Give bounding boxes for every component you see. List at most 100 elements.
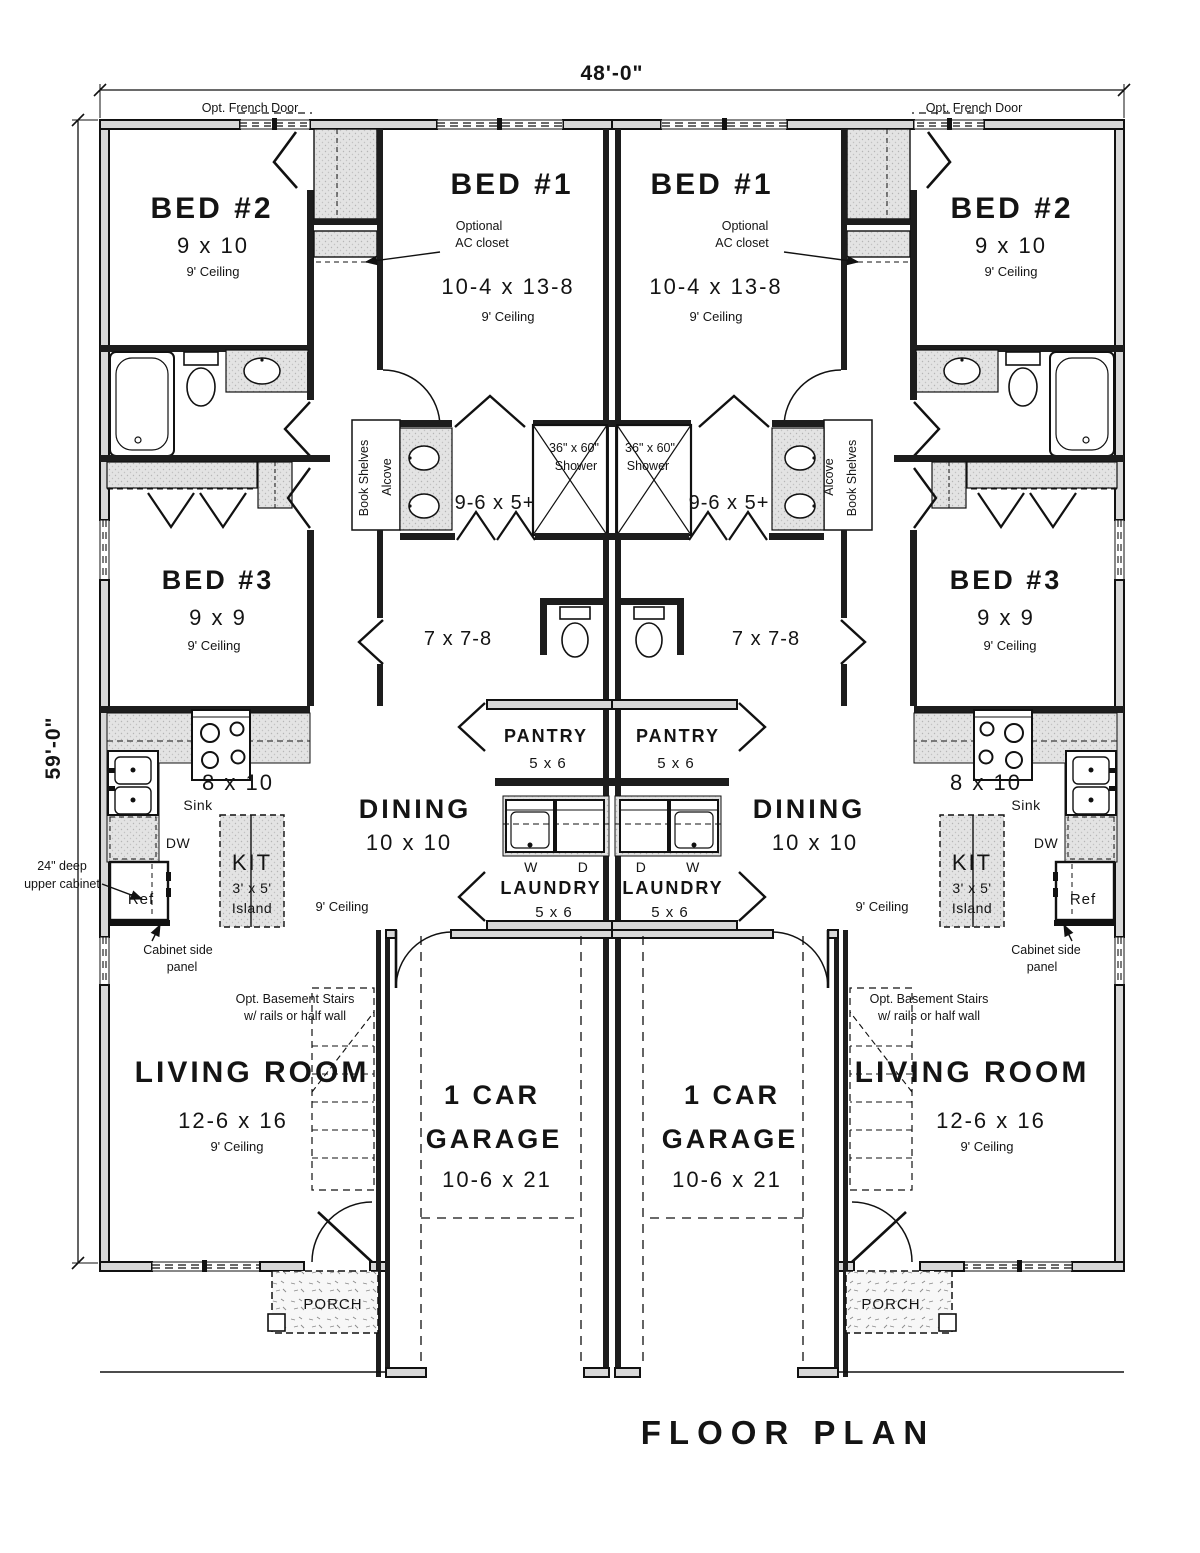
- dryer-label-right: D: [636, 859, 647, 875]
- sink-label: Sink: [183, 797, 213, 813]
- living-ceiling-label: 9' Ceiling: [210, 1139, 263, 1154]
- bed2-size-label-right: 9 x 10: [975, 233, 1047, 258]
- stairs-note-2: w/ rails or half wall: [243, 1009, 346, 1023]
- ac-optional-note-right: Optional: [722, 219, 769, 233]
- shower-size-label-right: 36" x 60": [625, 441, 675, 455]
- island-size-label: 3' x 5': [232, 880, 271, 896]
- height-dimension-label: 59'-0": [42, 717, 65, 780]
- garage-size-label-right: 10-6 x 21: [672, 1167, 782, 1192]
- porch-label-right: PORCH: [861, 1296, 920, 1313]
- cabinet-panel-note-2: panel: [167, 960, 198, 974]
- bed1-name-label-right: BED #1: [650, 168, 773, 201]
- width-dimension-label: 48'-0": [581, 62, 644, 85]
- pantry-size-label-right: 5 x 6: [657, 755, 695, 772]
- living-size-label-right: 12-6 x 16: [936, 1108, 1046, 1133]
- bed1-size-label-right: 10-4 x 13-8: [649, 274, 782, 299]
- bed2-name-label: BED #2: [150, 192, 273, 225]
- pantry-size-label: 5 x 6: [529, 755, 567, 772]
- shower-label-right: Shower: [627, 459, 669, 473]
- porch-label: PORCH: [303, 1296, 362, 1313]
- living-name-label-right: LIVING ROOM: [855, 1056, 1090, 1089]
- bed2-name-label-right: BED #2: [950, 192, 1073, 225]
- island-label: Island: [232, 900, 272, 916]
- laundry-name-label-right: LAUNDRY: [622, 878, 723, 898]
- dining-name-label-right: DINING: [753, 794, 866, 824]
- bed3-size-label: 9 x 9: [189, 605, 247, 630]
- labels-left: Opt. French Door BED #2 9 x 10 9' Ceilin…: [128, 101, 601, 1313]
- bed2-ceiling-label: 9' Ceiling: [186, 264, 239, 279]
- stairs-note-1: Opt. Basement Stairs: [236, 992, 355, 1006]
- bed2-ceiling-label-right: 9' Ceiling: [984, 264, 1037, 279]
- alcove-label: Alcove: [380, 458, 394, 496]
- wc-size-label: 7 x 7-8: [424, 628, 492, 650]
- ac-optional-note: Optional: [456, 219, 503, 233]
- laundry-size-label-right: 5 x 6: [651, 904, 689, 921]
- garage-name-label-1-right: 1 CAR: [684, 1080, 780, 1110]
- garage-name-label-2: GARAGE: [426, 1124, 563, 1154]
- kitchen-size-label-right: 8 x 10: [950, 770, 1022, 795]
- alcove-label-right: Alcove: [822, 458, 836, 496]
- bed3-name-label: BED #3: [162, 565, 275, 595]
- garage-name-label-2-right: GARAGE: [662, 1124, 799, 1154]
- laundry-name-label: LAUNDRY: [500, 878, 601, 898]
- bed3-ceiling-label-right: 9' Ceiling: [983, 638, 1036, 653]
- kit-label: KIT: [232, 850, 272, 875]
- laundry-size-label: 5 x 6: [535, 904, 573, 921]
- upper-cabinet-note-2: upper cabinet: [24, 877, 100, 891]
- dw-label-right: DW: [1034, 835, 1059, 851]
- living-ceiling-label-right: 9' Ceiling: [960, 1139, 1013, 1154]
- upper-cabinet-arrow: [101, 883, 144, 900]
- bed1-ceiling-label: 9' Ceiling: [481, 309, 534, 324]
- kitchen-ceiling-label: 9' Ceiling: [315, 899, 368, 914]
- cabinet-panel-note-2-right: panel: [1027, 960, 1058, 974]
- upper-cabinet-note-1: 24" deep: [37, 859, 87, 873]
- ref-label-right: Ref: [1070, 891, 1096, 908]
- french-door-note-right: Opt. French Door: [926, 101, 1023, 115]
- bed2-size-label: 9 x 10: [177, 233, 249, 258]
- garage-name-label-1: 1 CAR: [444, 1080, 540, 1110]
- bath-size-label-right: 9-6 x 5+: [689, 492, 770, 514]
- bed1-size-label: 10-4 x 13-8: [441, 274, 574, 299]
- bed3-ceiling-label: 9' Ceiling: [187, 638, 240, 653]
- bed1-name-label: BED #1: [450, 168, 573, 201]
- bed3-size-label-right: 9 x 9: [977, 605, 1035, 630]
- pantry-name-label-right: PANTRY: [636, 726, 720, 746]
- french-door-note: Opt. French Door: [202, 101, 299, 115]
- labels-unique: 24" deep upper cabinet 48'-0" 59'-0" FLO…: [24, 62, 935, 1451]
- cabinet-panel-note-1-right: Cabinet side: [1011, 943, 1081, 957]
- living-size-label: 12-6 x 16: [178, 1108, 288, 1133]
- dining-name-label: DINING: [359, 794, 472, 824]
- living-name-label: LIVING ROOM: [135, 1056, 370, 1089]
- bed1-ceiling-label-right: 9' Ceiling: [689, 309, 742, 324]
- page-title: FLOOR PLAN: [641, 1414, 935, 1451]
- stairs-note-1-right: Opt. Basement Stairs: [870, 992, 989, 1006]
- dimension-lines: [71, 83, 1131, 1270]
- washer-label: W: [524, 859, 538, 875]
- sink-label-right: Sink: [1011, 797, 1041, 813]
- cabinet-panel-note-1: Cabinet side: [143, 943, 213, 957]
- dining-size-label-right: 10 x 10: [772, 830, 858, 855]
- bath-size-label: 9-6 x 5+: [455, 492, 536, 514]
- dining-size-label: 10 x 10: [366, 830, 452, 855]
- dw-label: DW: [166, 835, 191, 851]
- ac-closet-note: AC closet: [455, 236, 509, 250]
- pantry-name-label: PANTRY: [504, 726, 588, 746]
- shower-label: Shower: [555, 459, 597, 473]
- kit-label-right: KIT: [952, 850, 992, 875]
- washer-label-right: W: [686, 859, 700, 875]
- book-shelves-label-right: Book Shelves: [845, 440, 859, 516]
- bed3-name-label-right: BED #3: [950, 565, 1063, 595]
- ref-label: Ref: [128, 891, 154, 908]
- kitchen-size-label: 8 x 10: [202, 770, 274, 795]
- kitchen-ceiling-label-right: 9' Ceiling: [855, 899, 908, 914]
- shower-size-label: 36" x 60": [549, 441, 599, 455]
- dryer-label: D: [578, 859, 589, 875]
- island-size-label-right: 3' x 5': [952, 880, 991, 896]
- ac-closet-note-right: AC closet: [715, 236, 769, 250]
- island-label-right: Island: [952, 900, 992, 916]
- book-shelves-label: Book Shelves: [357, 440, 371, 516]
- wc-size-label-right: 7 x 7-8: [732, 628, 800, 650]
